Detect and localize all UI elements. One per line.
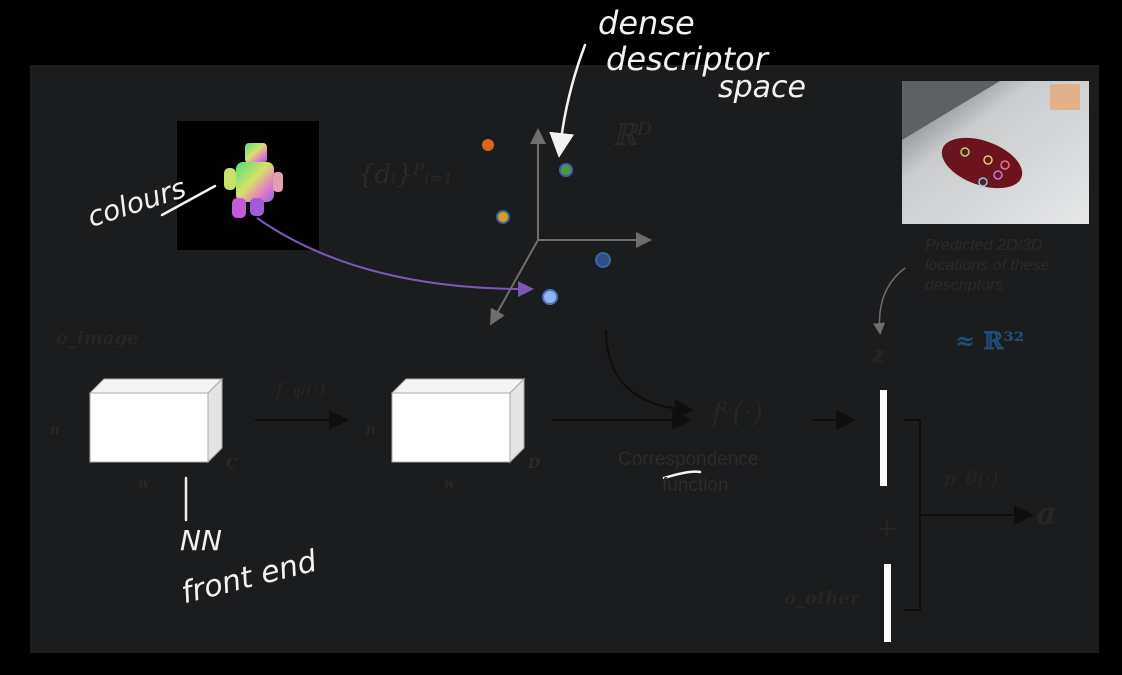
- feature-box-descriptor: [390, 377, 526, 464]
- z-vector-bar: [880, 390, 887, 486]
- feature-box-input: [88, 377, 224, 464]
- predicted-locations-caption: Predicted 2D/3D locations of these descr…: [925, 237, 1050, 294]
- box2-width-label: W: [444, 480, 456, 491]
- caption-arrow: [873, 267, 906, 335]
- handwriting-strokes: [160, 43, 702, 522]
- correspondence-strike: [662, 470, 702, 480]
- policy-bracket-arrow: [904, 419, 1030, 611]
- z-label: z: [872, 342, 885, 368]
- correspondence-label: Correspondence: [618, 449, 759, 470]
- o-image-label: o_image: [56, 328, 139, 349]
- robot-figure: [224, 143, 283, 218]
- descriptor-to-fc-arrow: [605, 329, 694, 420]
- fc-label: fᶜ(·): [712, 396, 763, 429]
- descriptor-dot: [496, 210, 510, 224]
- descriptor-set-label: {dᵢ}ᴾᵢ₌₁: [358, 160, 454, 190]
- descriptor-dot: [595, 252, 611, 268]
- pi-theta-label: π_θ(·): [944, 468, 999, 490]
- approx-r32-label: ≈ ℝ³²: [955, 326, 1025, 355]
- fpsi-label: f_ψ(·): [276, 380, 326, 401]
- dense-annotation: dense: [598, 4, 695, 42]
- descriptor-axes: [490, 128, 652, 326]
- function-label: function: [662, 475, 729, 496]
- box1-height-label: H: [50, 426, 60, 437]
- plus-sign: +: [876, 514, 898, 544]
- purple-mapping-arrow: [256, 217, 534, 298]
- action-label: a: [1036, 494, 1057, 532]
- nn-annotation: NN: [180, 524, 222, 557]
- o-other-label: o_other: [784, 588, 860, 609]
- descriptor-dot: [482, 139, 494, 151]
- box1-width-label: W: [138, 480, 150, 491]
- descriptor-dot: [542, 289, 558, 305]
- descriptor-dot: [559, 163, 573, 177]
- descriptor-annotation: descriptor: [606, 40, 768, 78]
- space-annotation: space: [718, 70, 807, 105]
- shoe-photo: [902, 81, 1089, 224]
- o-other-vector-bar: [884, 564, 891, 642]
- dense-space-pointer-arrow: [549, 43, 587, 158]
- colours-pointer-line: [160, 184, 217, 217]
- rd-label: ℝᴰ: [612, 118, 653, 153]
- box2-height-label: H: [366, 426, 376, 437]
- box1-channel-label: C: [226, 456, 238, 472]
- box2-depth-label: D: [528, 456, 541, 472]
